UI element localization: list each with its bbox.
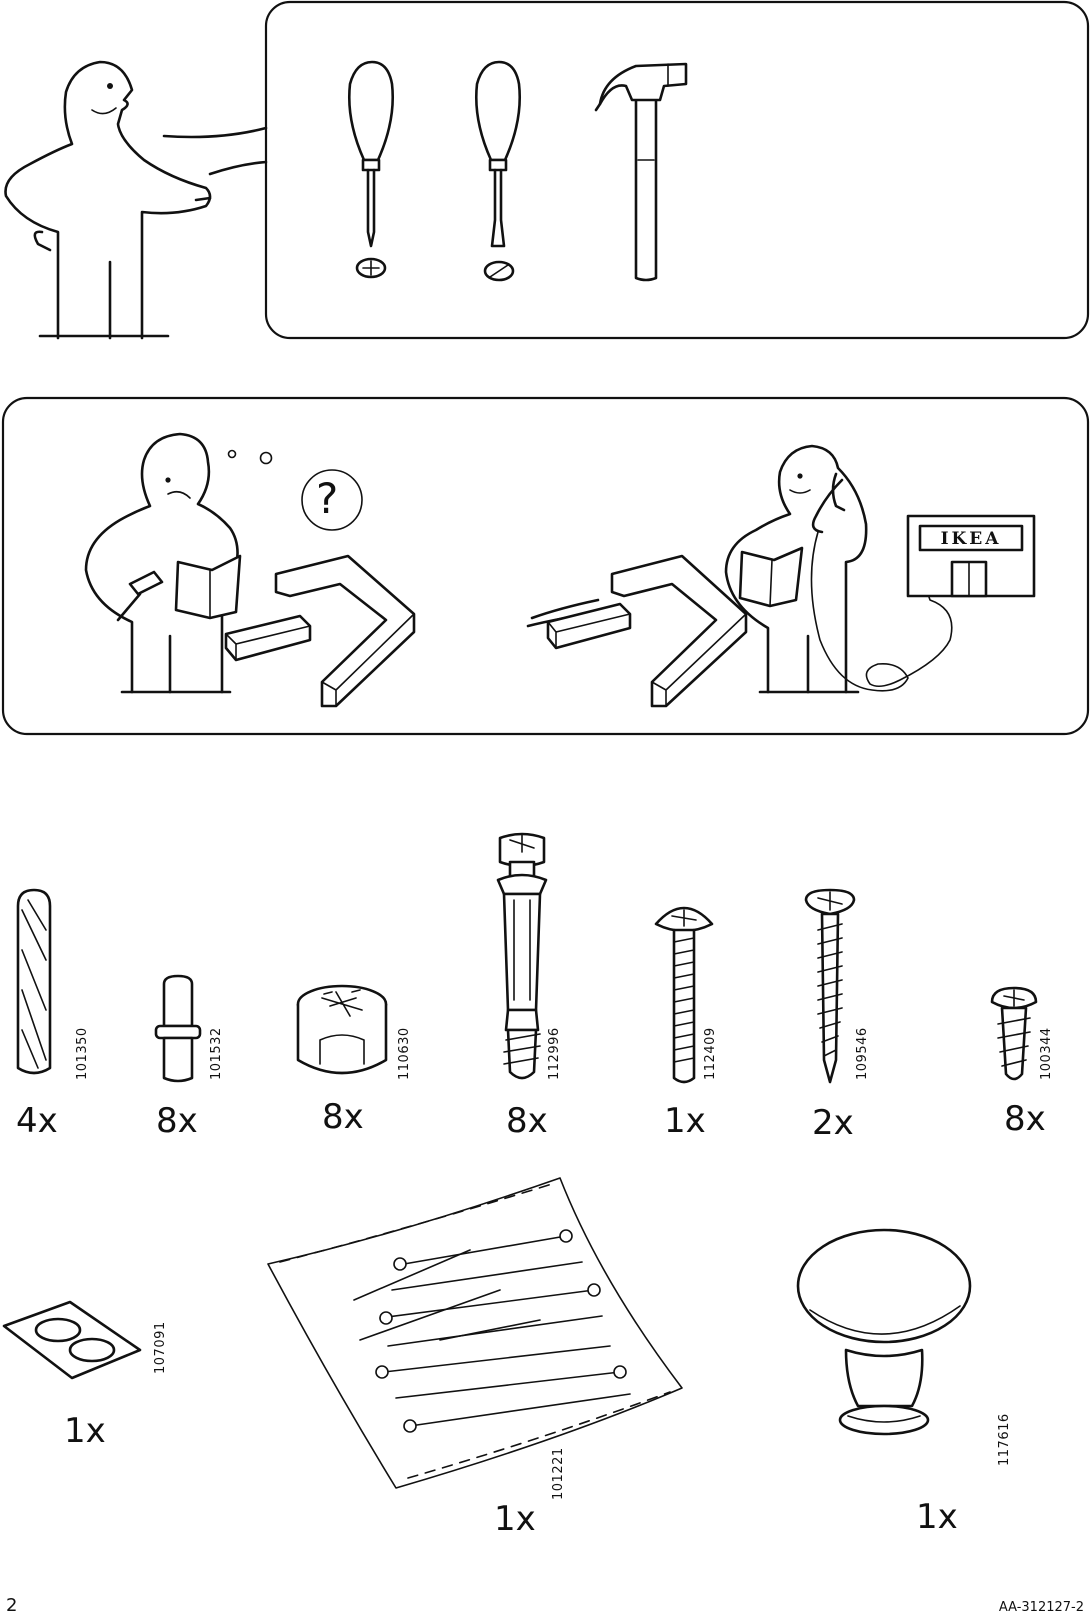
- wood-screw-part: [804, 888, 856, 1084]
- code-felt-pads: 107091: [153, 1321, 168, 1374]
- code-short-screw: 100344: [1039, 1027, 1054, 1080]
- machine-screw-part: [654, 906, 714, 1084]
- code-nail-bag: 101221: [551, 1447, 566, 1500]
- shelf-pin-part: [154, 974, 202, 1083]
- cam-bolt-part: [496, 832, 548, 1080]
- qty-cam-lock: 8x: [322, 1097, 364, 1137]
- felt-pads-part: [2, 1300, 142, 1380]
- document-code: AA-312127-2: [998, 1600, 1084, 1615]
- frame-parts-left: [224, 554, 416, 708]
- question-mark: ?: [316, 474, 339, 523]
- qty-dowel: 4x: [16, 1101, 58, 1141]
- qty-knob: 1x: [916, 1497, 958, 1537]
- qty-shelf-pin: 8x: [156, 1101, 198, 1141]
- ikea-sign: IKEA: [941, 529, 1002, 549]
- qty-nail-bag: 1x: [494, 1499, 536, 1539]
- phone-figure: [724, 444, 953, 694]
- code-dowel: 101350: [75, 1027, 90, 1080]
- qty-machine-screw: 1x: [664, 1101, 706, 1141]
- short-screw-part: [990, 986, 1038, 1081]
- nail-bag-part: [267, 1177, 683, 1489]
- code-wood-screw: 109546: [855, 1027, 870, 1080]
- qty-wood-screw: 2x: [812, 1103, 854, 1143]
- knob-part: [796, 1228, 972, 1436]
- hammer-icon: [594, 62, 688, 282]
- code-machine-screw: 112409: [703, 1027, 718, 1080]
- qty-felt-pads: 1x: [64, 1411, 106, 1451]
- code-knob: 117616: [997, 1413, 1012, 1466]
- code-cam-lock: 110630: [397, 1027, 412, 1080]
- code-shelf-pin: 101532: [209, 1027, 224, 1080]
- instructor-figure: [4, 60, 212, 340]
- dowel-part: [16, 888, 52, 1075]
- qty-short-screw: 8x: [1004, 1099, 1046, 1139]
- frame-parts-right: [526, 554, 748, 708]
- flat-screwdriver-icon: [475, 60, 521, 282]
- qty-cam-bolt: 8x: [506, 1101, 548, 1141]
- page-number: 2: [6, 1595, 18, 1616]
- ikea-store-icon: IKEA: [906, 514, 1036, 598]
- tools-panel: [162, 0, 1090, 340]
- phillips-screwdriver-icon: [348, 60, 394, 279]
- cam-lock-part: [296, 984, 388, 1075]
- code-cam-bolt: 112996: [547, 1027, 562, 1080]
- confused-figure: [84, 432, 363, 694]
